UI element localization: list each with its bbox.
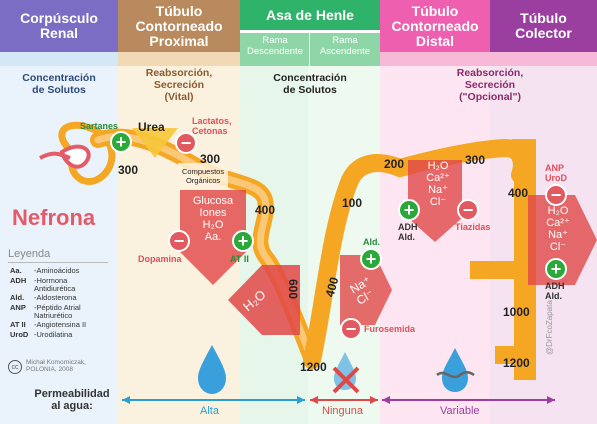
conc-1200-b: 1200 bbox=[503, 356, 530, 370]
legend-abbr: ANP bbox=[10, 303, 26, 312]
collector-adh-label: ADH Ald. bbox=[545, 281, 565, 301]
henle-ald-plus-icon: + bbox=[360, 248, 382, 270]
distal-adh-label: ADH Ald. bbox=[398, 222, 418, 242]
conc-300-a: 300 bbox=[118, 163, 139, 177]
at2-label: AT II bbox=[230, 254, 249, 264]
header-distal: Túbulo Contorneado Distal bbox=[380, 0, 490, 52]
legend-abbr: ADH bbox=[10, 276, 27, 285]
header-henle: Asa de Henle bbox=[240, 0, 380, 30]
legend-item: ANP -Péptido Atrial Natriurético bbox=[10, 304, 115, 320]
legend-credit: Michał Komorniczak, POLONIA, 2008 bbox=[26, 359, 86, 373]
henle-descending-label: Rama Descendente bbox=[240, 33, 310, 66]
bg-distal-band bbox=[380, 52, 597, 66]
furosemida-minus-icon: − bbox=[340, 318, 362, 340]
conc-100: 100 bbox=[342, 196, 363, 210]
concentration-henle: Concentración de Solutos bbox=[273, 72, 347, 96]
collecting-duct bbox=[512, 139, 536, 380]
permeability-alta: Alta bbox=[200, 405, 219, 417]
concentration-distal: Reabsorción, Secreción ("Opcional") bbox=[456, 67, 524, 103]
no-water-cross bbox=[332, 366, 360, 394]
distal-adh-plus-icon: + bbox=[398, 199, 420, 221]
legend-item: AT II -Angiotensina II bbox=[10, 321, 115, 329]
conc-400-a: 400 bbox=[255, 203, 276, 217]
glomerulus-capsule bbox=[58, 121, 116, 186]
legend-text: -Urodilatina bbox=[34, 330, 73, 339]
glucosa-label: Glucosa Iones H₂O Aa. bbox=[192, 195, 234, 243]
tiazidas-minus-icon: − bbox=[457, 199, 479, 221]
legend-text: -Angiotensina II bbox=[34, 320, 87, 329]
conc-400-c: 400 bbox=[508, 186, 529, 200]
bg-proximal-band bbox=[118, 52, 240, 66]
header-proximal: Túbulo Contorneado Proximal bbox=[118, 0, 240, 52]
bg-renal-band bbox=[0, 52, 118, 66]
permeability-variable: Variable bbox=[440, 405, 480, 417]
legend-text: -Hormona Antidiurética bbox=[34, 276, 76, 293]
water-drop-alta bbox=[198, 345, 226, 394]
concentration-proximal: Reabsorción, Secreción (Vital) bbox=[145, 67, 213, 103]
legend-abbr: Ald. bbox=[10, 293, 25, 302]
legend-text: -Aldosterona bbox=[34, 293, 77, 302]
watermark: @DrFcoZapata bbox=[545, 300, 554, 355]
tiazidas-label: Tiazidas bbox=[455, 222, 491, 232]
concentration-renal: Concentración de Solutos bbox=[22, 72, 96, 96]
furosemida-label: Furosemida bbox=[364, 324, 416, 334]
permeability-ninguna: Ninguna bbox=[322, 405, 363, 417]
legend-text: -Aminoácidos bbox=[34, 266, 80, 275]
legend-text: -Péptido Atrial Natriurético bbox=[34, 303, 81, 320]
ascending-limb bbox=[303, 138, 531, 369]
header-renal: Corpúsculo Renal bbox=[0, 0, 118, 52]
sartanes-label: Sartanes bbox=[80, 121, 119, 131]
legend-title: Leyenda bbox=[8, 248, 51, 260]
urea-label: Urea bbox=[138, 120, 165, 134]
at2-plus-icon: + bbox=[232, 230, 254, 252]
legend-item: ADH -Hormona Antidiurética bbox=[10, 277, 115, 293]
collector-reabsorption-arrow bbox=[528, 195, 597, 285]
distal-reabsorption-arrow bbox=[408, 160, 462, 242]
henle-ald-label: Ald. bbox=[363, 237, 380, 247]
henle-divider bbox=[309, 33, 310, 66]
nefrona-label: Nefrona bbox=[12, 205, 96, 230]
legend-abbr: Aa. bbox=[10, 266, 22, 275]
variable-wave bbox=[436, 371, 475, 379]
collector-adh-plus-icon: + bbox=[545, 258, 567, 280]
legend-divider bbox=[8, 262, 108, 263]
glomerulus-tuft bbox=[59, 144, 91, 169]
lactatos-label: Lactatos, Cetonas bbox=[192, 116, 232, 136]
conc-600: 600 bbox=[286, 278, 301, 300]
legend-item: Ald. -Aldosterona bbox=[10, 294, 115, 302]
permeability-label: Permeabilidad al agua: bbox=[34, 388, 110, 412]
henle-ascending-label: Rama Ascendente bbox=[310, 33, 380, 66]
water-drop-variable bbox=[442, 348, 468, 392]
dopamina-label: Dopamina bbox=[138, 254, 182, 264]
cc-icon: cc bbox=[8, 360, 22, 374]
legend-abbr: UroD bbox=[10, 330, 29, 339]
henle-salt-arrow bbox=[340, 255, 392, 325]
water-drop-ninguna bbox=[334, 352, 356, 390]
afferent-vessel bbox=[39, 151, 71, 160]
anp-minus-icon: − bbox=[545, 184, 567, 206]
legend-item: UroD -Urodilatina bbox=[10, 331, 115, 339]
conc-200: 200 bbox=[384, 157, 405, 171]
collector-ions-label: H₂O Ca²⁺ Na⁺ Cl⁻ bbox=[546, 205, 570, 253]
conc-300-c: 300 bbox=[465, 153, 486, 167]
legend-abbr: AT II bbox=[10, 320, 26, 329]
dopamina-minus-icon: − bbox=[168, 230, 190, 252]
conc-1000: 1000 bbox=[503, 305, 530, 319]
distal-ions-label: H₂O Ca²⁺ Na⁺ Cl⁻ bbox=[426, 160, 450, 208]
organic-compounds-box bbox=[178, 163, 228, 191]
conc-1200-a: 1200 bbox=[300, 360, 327, 374]
legend-item: Aa. -Aminoácidos bbox=[10, 267, 115, 275]
conc-300-b: 300 bbox=[200, 152, 221, 166]
proximal-reabsorption-arrow bbox=[180, 190, 246, 285]
sartanes-plus-icon: + bbox=[110, 131, 132, 153]
lactatos-minus-icon: − bbox=[175, 132, 197, 154]
henle-water-arrow bbox=[228, 265, 300, 335]
urea-arrow bbox=[132, 128, 178, 158]
anp-urod-label: ANP UroD bbox=[545, 163, 567, 183]
header-collector: Túbulo Colector bbox=[490, 0, 597, 52]
compuestos-label: Compuestos Orgánicos bbox=[182, 167, 225, 185]
